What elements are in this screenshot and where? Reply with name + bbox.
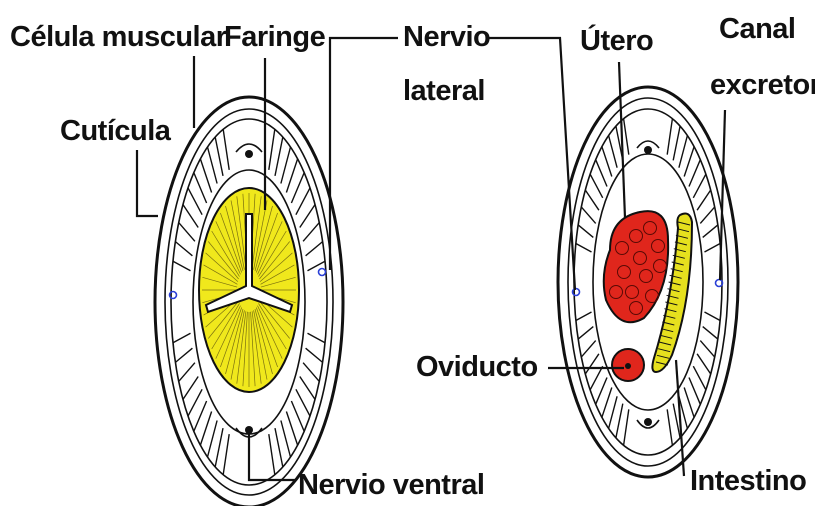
label-canal-excretor-line1: Canal [719, 13, 795, 45]
label-nervio-lateral-line1: Nervio [403, 21, 490, 53]
label-utero: Útero [580, 23, 653, 57]
oviduct-lumen [625, 363, 631, 369]
label-nervio-lateral-line2: lateral [403, 75, 485, 107]
right-ventral-nerve [644, 418, 652, 426]
right-dorsal-nerve [644, 146, 652, 154]
label-cuticula: Cutícula [60, 115, 172, 147]
label-nervio-ventral: Nervio ventral [298, 469, 484, 501]
label-faringe: Faringe [224, 21, 326, 53]
label-canal-excretor-line2: excretor [710, 69, 815, 101]
leader-nervio-lateral-left [330, 38, 398, 270]
label-celula-muscular: Célula muscular [10, 21, 227, 53]
right-cross-section [558, 87, 738, 477]
label-oviducto: Oviducto [416, 351, 538, 383]
leader-cuticula [137, 150, 158, 216]
dorsal-nerve-cord [245, 150, 253, 158]
label-intestino: Intestino [690, 465, 806, 497]
